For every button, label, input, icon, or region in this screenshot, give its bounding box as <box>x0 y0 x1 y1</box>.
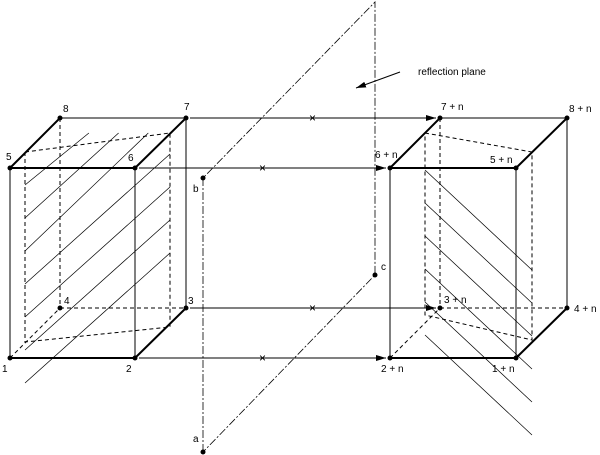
vertex-label: 4 + n <box>574 304 597 315</box>
correspondence-arrows <box>139 71 436 361</box>
vertex-dot <box>132 355 138 361</box>
vertex-label: 7 + n <box>441 102 464 113</box>
vertex-label: 4 <box>64 296 70 307</box>
vertex-label: 7 <box>184 102 190 113</box>
vertex-label: 8 + n <box>569 104 592 115</box>
vertex-dot <box>564 305 570 311</box>
vertex-dot <box>7 355 13 361</box>
hatch-line <box>24 132 149 252</box>
vertex-dot <box>183 115 189 121</box>
vertex-label: 6 <box>128 153 134 164</box>
vertex-dot <box>200 449 206 455</box>
vertex-label: 5 + n <box>490 155 513 166</box>
vertex-label: 1 + n <box>492 364 515 375</box>
reflection-plane-label: reflection plane <box>418 67 486 78</box>
vertex-dot <box>57 115 63 121</box>
hatch-line <box>24 186 171 318</box>
vertex-label: 2 <box>126 364 132 375</box>
vertex-dot <box>7 165 13 171</box>
vertex-dot <box>200 175 206 181</box>
hatch-line <box>424 202 533 304</box>
vertex-label: 6 + n <box>375 150 398 161</box>
vertex-dot <box>132 165 138 171</box>
midpoint-marker: × <box>259 351 266 365</box>
midpoint-marker: × <box>309 301 316 315</box>
hatch-line <box>424 169 533 271</box>
vertex-dot <box>183 305 189 311</box>
vertex-dot <box>564 115 570 121</box>
hatch-line <box>24 132 119 219</box>
vertex-dot <box>437 115 443 121</box>
hatch-line <box>424 301 533 403</box>
vertex-label: 3 + n <box>444 295 467 306</box>
hatch-line <box>24 132 90 186</box>
hatch-line <box>424 334 533 436</box>
plane-point-label: c <box>381 262 386 273</box>
vertex-dot <box>372 272 378 278</box>
vertex-dot <box>437 305 443 311</box>
plane-point-label: b <box>193 184 199 195</box>
vertex-dot <box>513 355 519 361</box>
vertex-dot <box>387 355 393 361</box>
vertex-dot <box>57 305 63 311</box>
vertex-label: 1 <box>2 364 8 375</box>
hatch-line <box>24 153 171 285</box>
hatch-line <box>24 219 171 351</box>
vertex-dot <box>513 165 519 171</box>
midpoint-marker: × <box>259 161 266 175</box>
midpoint-marker: × <box>309 111 316 125</box>
hatch-line <box>424 268 533 370</box>
hatch-line <box>24 252 171 384</box>
right-cube <box>389 117 568 436</box>
vertex-label: 3 <box>188 296 194 307</box>
hatch-line <box>424 235 533 337</box>
vertex-label: 8 <box>63 104 69 115</box>
vertex-dot <box>387 165 393 171</box>
vertex-label: 2 + n <box>381 364 404 375</box>
reflection-plane <box>202 1 376 453</box>
vertex-label: 5 <box>6 152 12 163</box>
left-cube <box>9 117 187 384</box>
plane-point-label: a <box>193 434 199 445</box>
